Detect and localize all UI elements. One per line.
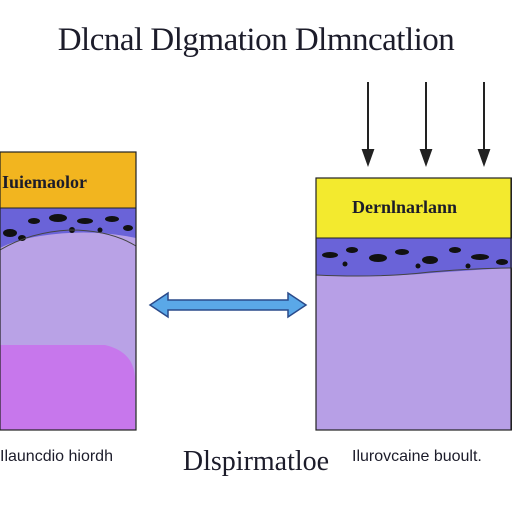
left-panel-outline	[0, 151, 137, 431]
left-panel	[0, 151, 137, 431]
down-arrow-3	[477, 82, 491, 167]
right-band-particles	[322, 247, 508, 269]
left-panel-bottom-layer	[0, 345, 135, 430]
right-panel-band	[316, 238, 512, 277]
right-panel-body-curve	[315, 267, 512, 277]
left-panel-body-curve	[0, 229, 137, 251]
double-arrow	[148, 291, 308, 319]
right-panel-top-layer	[315, 177, 512, 239]
right-panel	[315, 177, 512, 431]
down-arrows	[361, 82, 491, 167]
left-band-particles	[3, 214, 133, 241]
right-layer-label: Dernlnarlann	[352, 197, 458, 217]
left-caption: Ilauncdio hiordh	[0, 448, 113, 465]
down-arrow-1	[361, 82, 375, 167]
diagram-title: Dlcnal Dlgmation Dlmncatlion	[57, 22, 455, 58]
right-panel-outline	[315, 177, 512, 431]
right-caption: Ilurovcaine buoult.	[352, 448, 482, 465]
right-panel-body	[315, 267, 512, 431]
down-arrow-2	[419, 82, 433, 167]
footer-label: Dlspirmatloe	[182, 446, 330, 477]
left-layer-label: Iuiemaolor	[2, 172, 87, 192]
